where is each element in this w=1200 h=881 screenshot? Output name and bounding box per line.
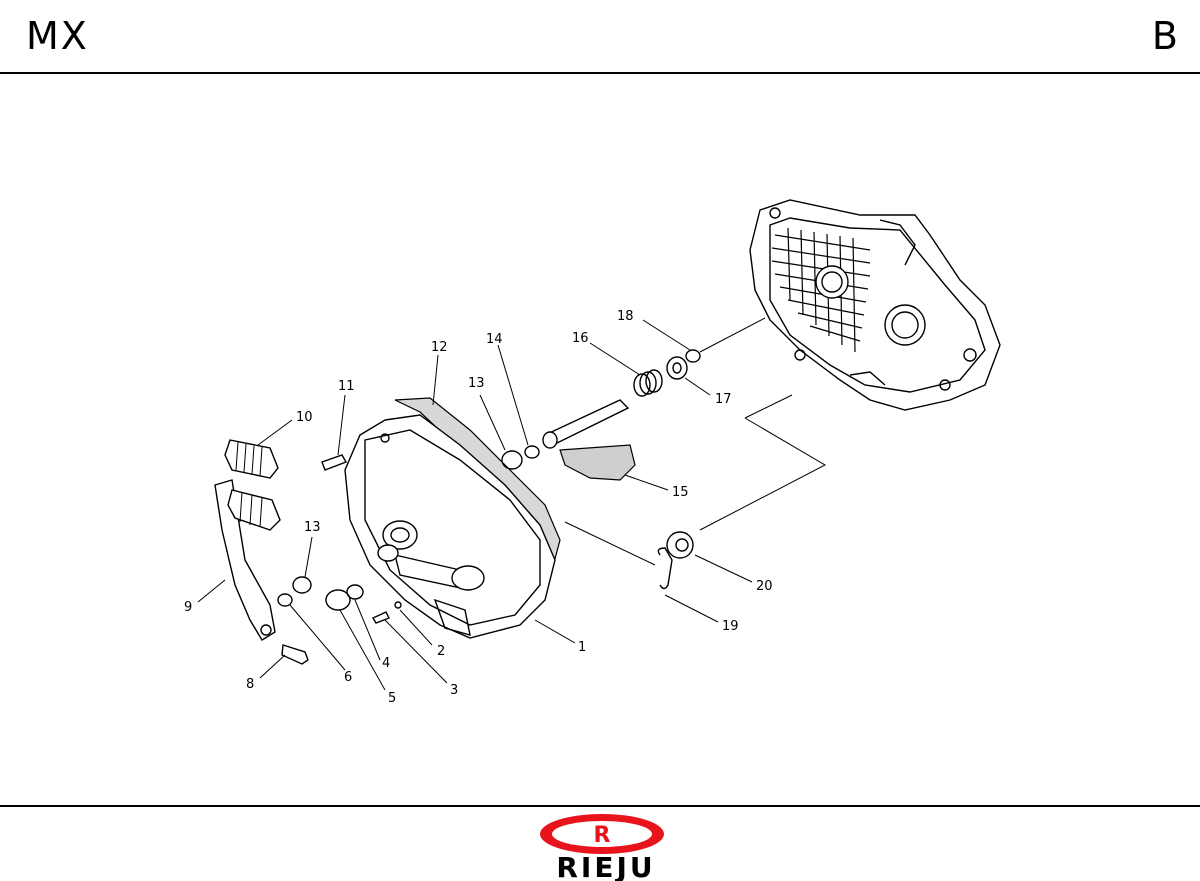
callout-13a: 13 [468, 376, 485, 391]
callout-11: 11 [338, 379, 355, 394]
callout-labels: 1 2 3 4 5 6 8 9 10 11 12 13 13 14 15 16 … [184, 309, 773, 706]
callout-8: 8 [246, 677, 254, 692]
kickstart-shaft [501, 349, 701, 481]
side-cover [344, 397, 561, 639]
callout-15: 15 [672, 485, 689, 500]
callout-5: 5 [388, 691, 396, 706]
callout-4: 4 [382, 656, 390, 671]
assembly-lines [564, 317, 827, 566]
logo-wordmark: RIEJU [556, 851, 655, 881]
callout-3: 3 [450, 683, 458, 698]
section-label: B [1151, 14, 1178, 58]
callout-17: 17 [715, 392, 732, 407]
callout-2: 2 [437, 644, 445, 659]
callout-10: 10 [296, 410, 313, 425]
callout-13b: 13 [304, 520, 321, 535]
leader-lines [197, 319, 753, 691]
kickstart-lever [214, 439, 402, 665]
callout-12: 12 [431, 340, 448, 355]
logo-mark: R [594, 823, 611, 848]
bottom-divider [0, 805, 1200, 807]
callout-19: 19 [722, 619, 739, 634]
callout-9: 9 [184, 600, 192, 615]
callout-16: 16 [572, 331, 589, 346]
callout-20: 20 [756, 579, 773, 594]
callout-18: 18 [617, 309, 634, 324]
model-label: MX [26, 14, 89, 58]
callout-14: 14 [486, 332, 503, 347]
callout-1: 1 [578, 640, 586, 655]
top-divider [0, 72, 1200, 74]
callout-6: 6 [344, 670, 352, 685]
crankcase-half [749, 199, 1001, 411]
idler-gear [657, 531, 694, 590]
